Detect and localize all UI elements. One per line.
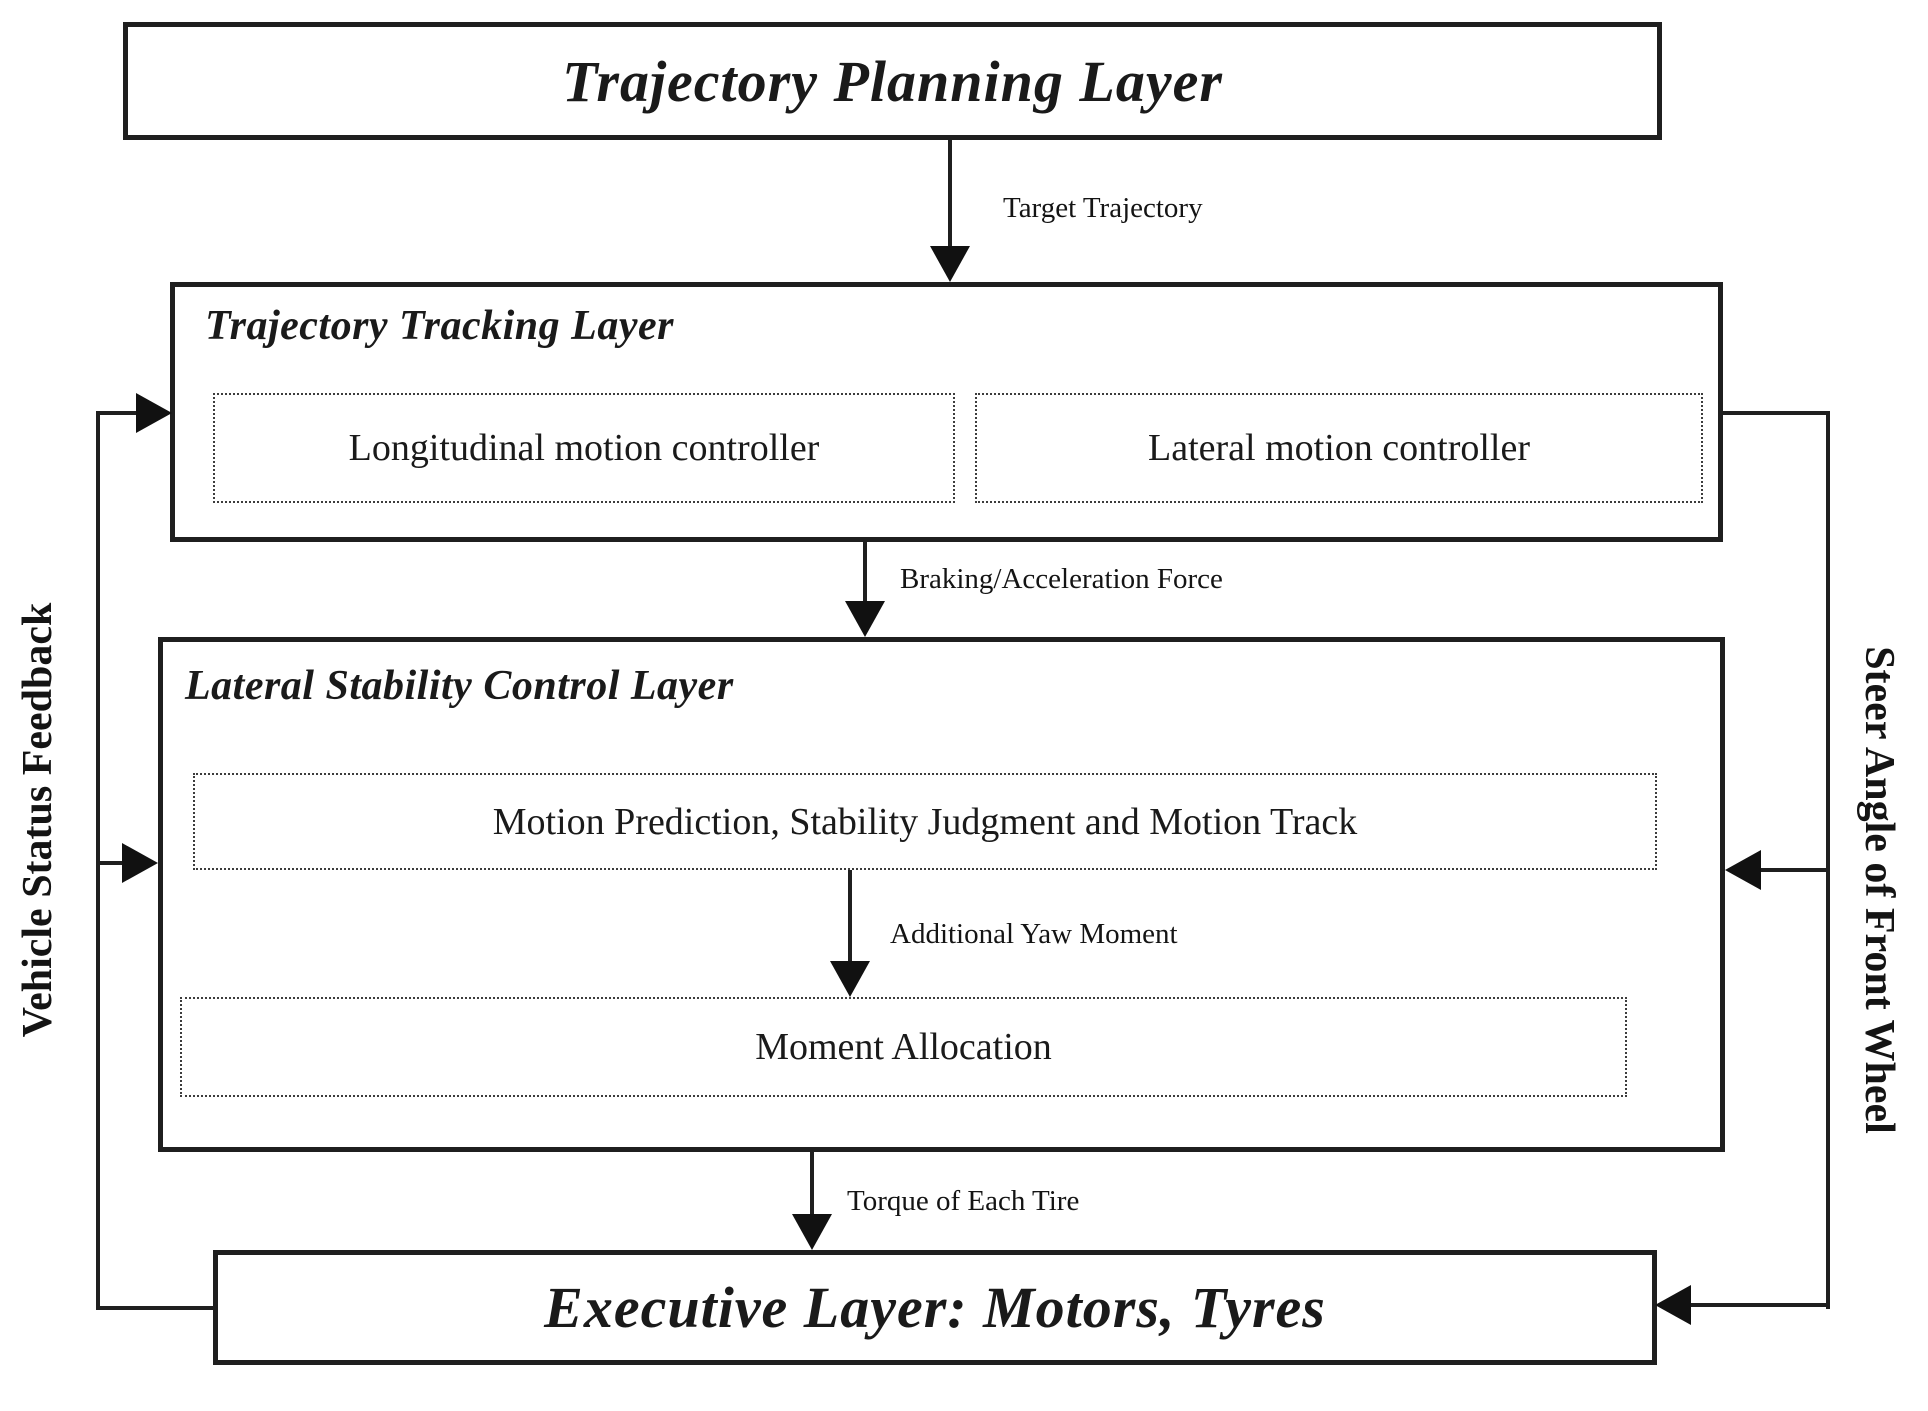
- executive-layer-title: Executive Layer: Motors, Tyres: [544, 1275, 1326, 1340]
- braking-force-arrowhead-icon: [845, 601, 885, 637]
- braking-force-arrow-stem: [863, 542, 867, 604]
- lateral-motion-controller-box: Lateral motion controller: [975, 393, 1703, 503]
- target-trajectory-arrowhead-icon: [930, 246, 970, 282]
- steer-arrowhead-stability-icon: [1725, 850, 1761, 890]
- longitudinal-motion-controller-label: Longitudinal motion controller: [348, 427, 820, 469]
- torque-arrowhead-icon: [792, 1214, 832, 1250]
- yaw-moment-label: Additional Yaw Moment: [890, 918, 1178, 950]
- steer-line-from-tracking: [1723, 411, 1830, 415]
- steer-branch-stability: [1757, 868, 1826, 872]
- feedback-arrowhead-stability-icon: [122, 843, 158, 883]
- braking-force-label: Braking/Acceleration Force: [900, 563, 1223, 595]
- feedback-branch-stability: [96, 861, 126, 865]
- lateral-motion-controller-label: Lateral motion controller: [1148, 427, 1530, 469]
- yaw-moment-arrow-stem: [848, 870, 852, 962]
- lateral-stability-control-layer-title: Lateral Stability Control Layer: [185, 663, 734, 709]
- feedback-line-vertical: [96, 411, 100, 1310]
- moment-allocation-label: Moment Allocation: [755, 1026, 1052, 1068]
- steer-arrowhead-executive-icon: [1655, 1285, 1691, 1325]
- feedback-line-from-executive: [96, 1306, 213, 1310]
- motion-prediction-box: Motion Prediction, Stability Judgment an…: [193, 773, 1657, 870]
- yaw-moment-arrowhead-icon: [830, 961, 870, 997]
- steer-angle-label: Steer Angle of Front Wheel: [1856, 646, 1902, 1134]
- trajectory-tracking-layer-title: Trajectory Tracking Layer: [205, 303, 674, 349]
- feedback-arrowhead-tracking-icon: [136, 393, 172, 433]
- target-trajectory-arrow-stem: [948, 140, 952, 250]
- moment-allocation-box: Moment Allocation: [180, 997, 1627, 1097]
- motion-prediction-label: Motion Prediction, Stability Judgment an…: [492, 800, 1358, 843]
- torque-arrow-stem: [810, 1152, 814, 1216]
- feedback-branch-tracking: [96, 411, 140, 415]
- trajectory-planning-layer-box: Trajectory Planning Layer: [123, 22, 1662, 140]
- torque-label: Torque of Each Tire: [847, 1185, 1080, 1217]
- steer-branch-executive: [1689, 1303, 1826, 1307]
- vehicle-status-feedback-label: Vehicle Status Feedback: [15, 602, 61, 1038]
- executive-layer-box: Executive Layer: Motors, Tyres: [213, 1250, 1657, 1365]
- target-trajectory-label: Target Trajectory: [1003, 192, 1203, 224]
- steer-line-vertical: [1826, 411, 1830, 1309]
- trajectory-planning-layer-title: Trajectory Planning Layer: [562, 48, 1223, 114]
- longitudinal-motion-controller-box: Longitudinal motion controller: [213, 393, 955, 503]
